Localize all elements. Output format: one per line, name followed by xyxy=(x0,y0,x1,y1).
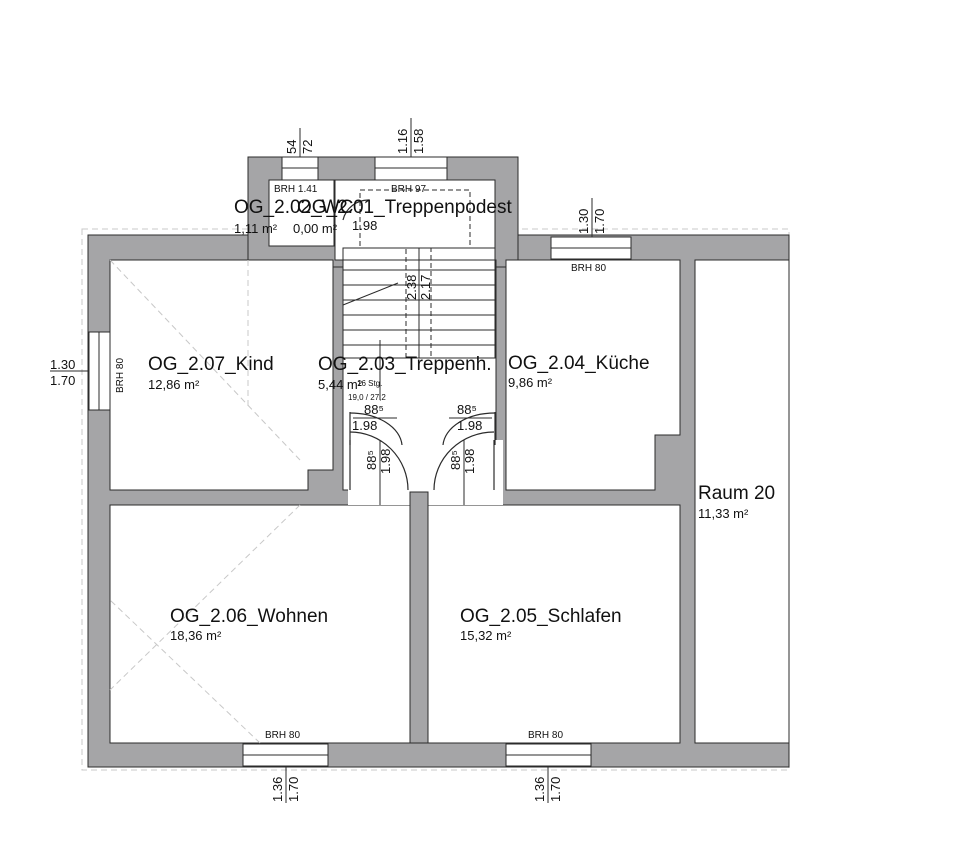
stair-dim-b: 2.17 xyxy=(418,275,433,300)
room-name-raum20: Raum 20 xyxy=(698,483,775,504)
room-name-wohnen: OG_2.06_Wohnen xyxy=(170,606,328,627)
win-dim-podest-b: 1.58 xyxy=(411,129,426,154)
room-wohnen xyxy=(109,504,411,744)
win-dim-kind-a: 1.30 xyxy=(50,357,75,372)
room-podest xyxy=(334,179,496,261)
stair-dim-a: 2.38 xyxy=(404,275,419,300)
room-raum20 xyxy=(694,259,790,744)
brh-label-wohnen: BRH 80 xyxy=(265,730,300,741)
win-dim-wc-b: 72 xyxy=(300,140,315,154)
room-kind xyxy=(109,259,334,491)
brh-label-podest: BRH 97 xyxy=(391,184,426,195)
wall-wohnen-schlafen xyxy=(409,491,429,744)
win-dim-wc-a: 54 xyxy=(284,140,299,154)
door-kind xyxy=(349,412,403,446)
room-name-wc: OG_2.02_WC xyxy=(234,197,353,218)
slope-line-kind xyxy=(109,259,301,461)
room-name-treppe: OG_2.03_Treppenh. xyxy=(318,354,492,375)
window-schlafen xyxy=(505,743,592,767)
room-area-treppe: 5,44 m² xyxy=(318,377,363,392)
brh-label-kueche: BRH 80 xyxy=(571,263,606,274)
win-dim-wohnen-a: 1.36 xyxy=(270,777,285,802)
room-name-kueche: OG_2.04_Küche xyxy=(508,353,650,374)
slope-line-wohnen xyxy=(109,504,301,691)
window-kueche xyxy=(550,236,632,260)
stair-ratio: 19,0 / 27,2 xyxy=(348,393,386,402)
window-podest xyxy=(374,156,448,181)
stair-steps: 16 Stg. xyxy=(357,379,382,388)
room-area-kueche: 9,86 m² xyxy=(508,375,553,390)
door-dim-schlafen-h: 1.98 xyxy=(462,449,477,474)
window-wohnen xyxy=(242,743,329,767)
win-dim-schlafen-a: 1.36 xyxy=(532,777,547,802)
staircase xyxy=(342,189,496,400)
room-area-schlafen: 15,32 m² xyxy=(460,628,512,643)
brh-label-schlafen: BRH 80 xyxy=(528,730,563,741)
room-kueche xyxy=(505,259,681,491)
door-dim-podest: 1.98 xyxy=(352,218,377,233)
win-dim-kueche-a: 1.30 xyxy=(576,209,591,234)
room-area-wc: 1,11 m² xyxy=(234,221,278,236)
win-dim-kueche-b: 1.70 xyxy=(592,209,607,234)
door-dim-wohnen-h: 1.98 xyxy=(378,449,393,474)
room-area-podest: 0,00 m² xyxy=(293,221,338,236)
room-area-wohnen: 18,36 m² xyxy=(170,628,222,643)
win-dim-wohnen-b: 1.70 xyxy=(286,777,301,802)
door-wohnen xyxy=(349,431,409,491)
room-name-kind: OG_2.07_Kind xyxy=(148,354,274,375)
door-dim-kueche-w: 88⁵ xyxy=(457,402,477,417)
door-podest xyxy=(342,199,370,221)
door-dim-wohnen-w: 88⁵ xyxy=(364,450,379,470)
door-kueche xyxy=(442,412,496,446)
door-dim-kueche-h: 1.98 xyxy=(457,418,482,433)
window-wc xyxy=(281,156,319,181)
brh-label-kind: BRH 80 xyxy=(115,358,126,393)
door-dim-kind-h: 1.98 xyxy=(352,418,377,433)
room-area-raum20: 11,33 m² xyxy=(698,506,749,521)
room-schlafen xyxy=(427,504,681,744)
slope-line-wohnen-2 xyxy=(109,599,261,744)
win-dim-podest-a: 1.16 xyxy=(395,129,410,154)
room-area-kind: 12,86 m² xyxy=(148,377,200,392)
door-schlafen xyxy=(433,431,495,491)
window-kind xyxy=(88,331,111,411)
brh-label-wc: BRH 1.41 xyxy=(274,184,318,195)
win-dim-schlafen-b: 1.70 xyxy=(548,777,563,802)
door-dim-schlafen-w: 88⁵ xyxy=(448,450,463,470)
room-name-podest: OG_2.01_Treppenpodest xyxy=(297,197,513,218)
win-dim-kind-b: 1.70 xyxy=(50,373,75,388)
room-name-schlafen: OG_2.05_Schlafen xyxy=(460,606,622,627)
door-dim-kind-w: 88⁵ xyxy=(364,402,384,417)
